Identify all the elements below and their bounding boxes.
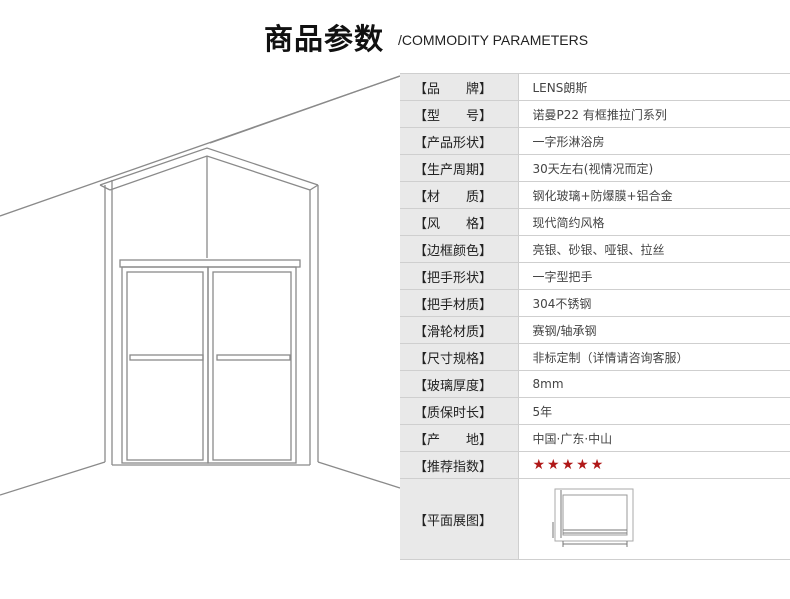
param-value: 304不锈钢 bbox=[518, 289, 790, 317]
table-row: 【品 牌】LENS朗斯 bbox=[400, 73, 790, 101]
param-label: 【把手材质】 bbox=[400, 289, 519, 317]
param-value: 一字形淋浴房 bbox=[518, 127, 790, 155]
floor-plan-diagram bbox=[552, 488, 633, 547]
table-row: 【玻璃厚度】8mm bbox=[400, 370, 790, 398]
page-title: 商品参数 bbox=[264, 22, 385, 56]
table-row: 【风 格】现代简约风格 bbox=[400, 208, 790, 236]
table-row: 【尺寸规格】非标定制（详情请咨询客服） bbox=[400, 343, 790, 371]
param-label: 【型 号】 bbox=[400, 100, 519, 128]
param-label: 【产 地】 bbox=[400, 424, 519, 452]
param-value: 8mm bbox=[518, 370, 790, 398]
param-label: 【平面展图】 bbox=[400, 478, 519, 560]
param-value: 非标定制（详情请咨询客服） bbox=[518, 343, 790, 371]
param-label: 【品 牌】 bbox=[400, 73, 519, 101]
param-label: 【滑轮材质】 bbox=[400, 316, 519, 344]
table-row: 【产品形状】一字形淋浴房 bbox=[400, 127, 790, 155]
param-value: 一字型把手 bbox=[518, 262, 790, 290]
param-value: 诺曼P22 有框推拉门系列 bbox=[518, 100, 790, 128]
table-row: 【材 质】钢化玻璃+防爆膜+铝合金 bbox=[400, 181, 790, 209]
table-row: 【把手形状】一字型把手 bbox=[400, 262, 790, 290]
param-value: 钢化玻璃+防爆膜+铝合金 bbox=[518, 181, 790, 209]
ceiling-line-right bbox=[209, 75, 401, 144]
table-row: 【型 号】诺曼P22 有框推拉门系列 bbox=[400, 100, 790, 128]
table-row: 【质保时长】5年 bbox=[400, 397, 790, 425]
parameter-table: 【品 牌】LENS朗斯 【型 号】诺曼P22 有框推拉门系列 【产品形状】一字形… bbox=[400, 73, 790, 560]
param-label: 【边框颜色】 bbox=[400, 235, 519, 263]
param-value: LENS朗斯 bbox=[518, 73, 790, 101]
door-handle-right bbox=[216, 354, 291, 361]
param-label: 【材 质】 bbox=[400, 181, 519, 209]
param-label: 【尺寸规格】 bbox=[400, 343, 519, 371]
param-value: 亮银、砂银、哑银、拉丝 bbox=[518, 235, 790, 263]
param-label: 【质保时长】 bbox=[400, 397, 519, 425]
param-label: 【把手形状】 bbox=[400, 262, 519, 290]
param-value: 中国·广东·中山 bbox=[518, 424, 790, 452]
param-value: 30天左右(视情况而定) bbox=[518, 154, 790, 182]
param-value: 赛钢/轴承钢 bbox=[518, 316, 790, 344]
table-row: 【生产周期】30天左右(视情况而定) bbox=[400, 154, 790, 182]
table-row: 【产 地】中国·广东·中山 bbox=[400, 424, 790, 452]
page-header: 商品参数 /COMMODITY PARAMETERS bbox=[0, 10, 790, 58]
floor-line-left bbox=[0, 461, 106, 496]
door-handle-left bbox=[129, 354, 204, 361]
table-row: 【边框颜色】亮银、砂银、哑银、拉丝 bbox=[400, 235, 790, 263]
table-row: 【滑轮材质】赛钢/轴承钢 bbox=[400, 316, 790, 344]
param-value: 5年 bbox=[518, 397, 790, 425]
table-row: 【推荐指数】 ★★★★★ bbox=[400, 451, 790, 479]
rating-stars: ★★★★★ bbox=[532, 457, 606, 473]
param-label: 【玻璃厚度】 bbox=[400, 370, 519, 398]
param-label: 【生产周期】 bbox=[400, 154, 519, 182]
param-label: 【风 格】 bbox=[400, 208, 519, 236]
page-subtitle: /COMMODITY PARAMETERS bbox=[398, 32, 589, 48]
table-row: 【把手材质】304不锈钢 bbox=[400, 289, 790, 317]
param-label: 【产品形状】 bbox=[400, 127, 519, 155]
table-row: 【平面展图】 bbox=[400, 478, 790, 560]
param-value: 现代简约风格 bbox=[518, 208, 790, 236]
param-label: 【推荐指数】 bbox=[400, 451, 519, 479]
